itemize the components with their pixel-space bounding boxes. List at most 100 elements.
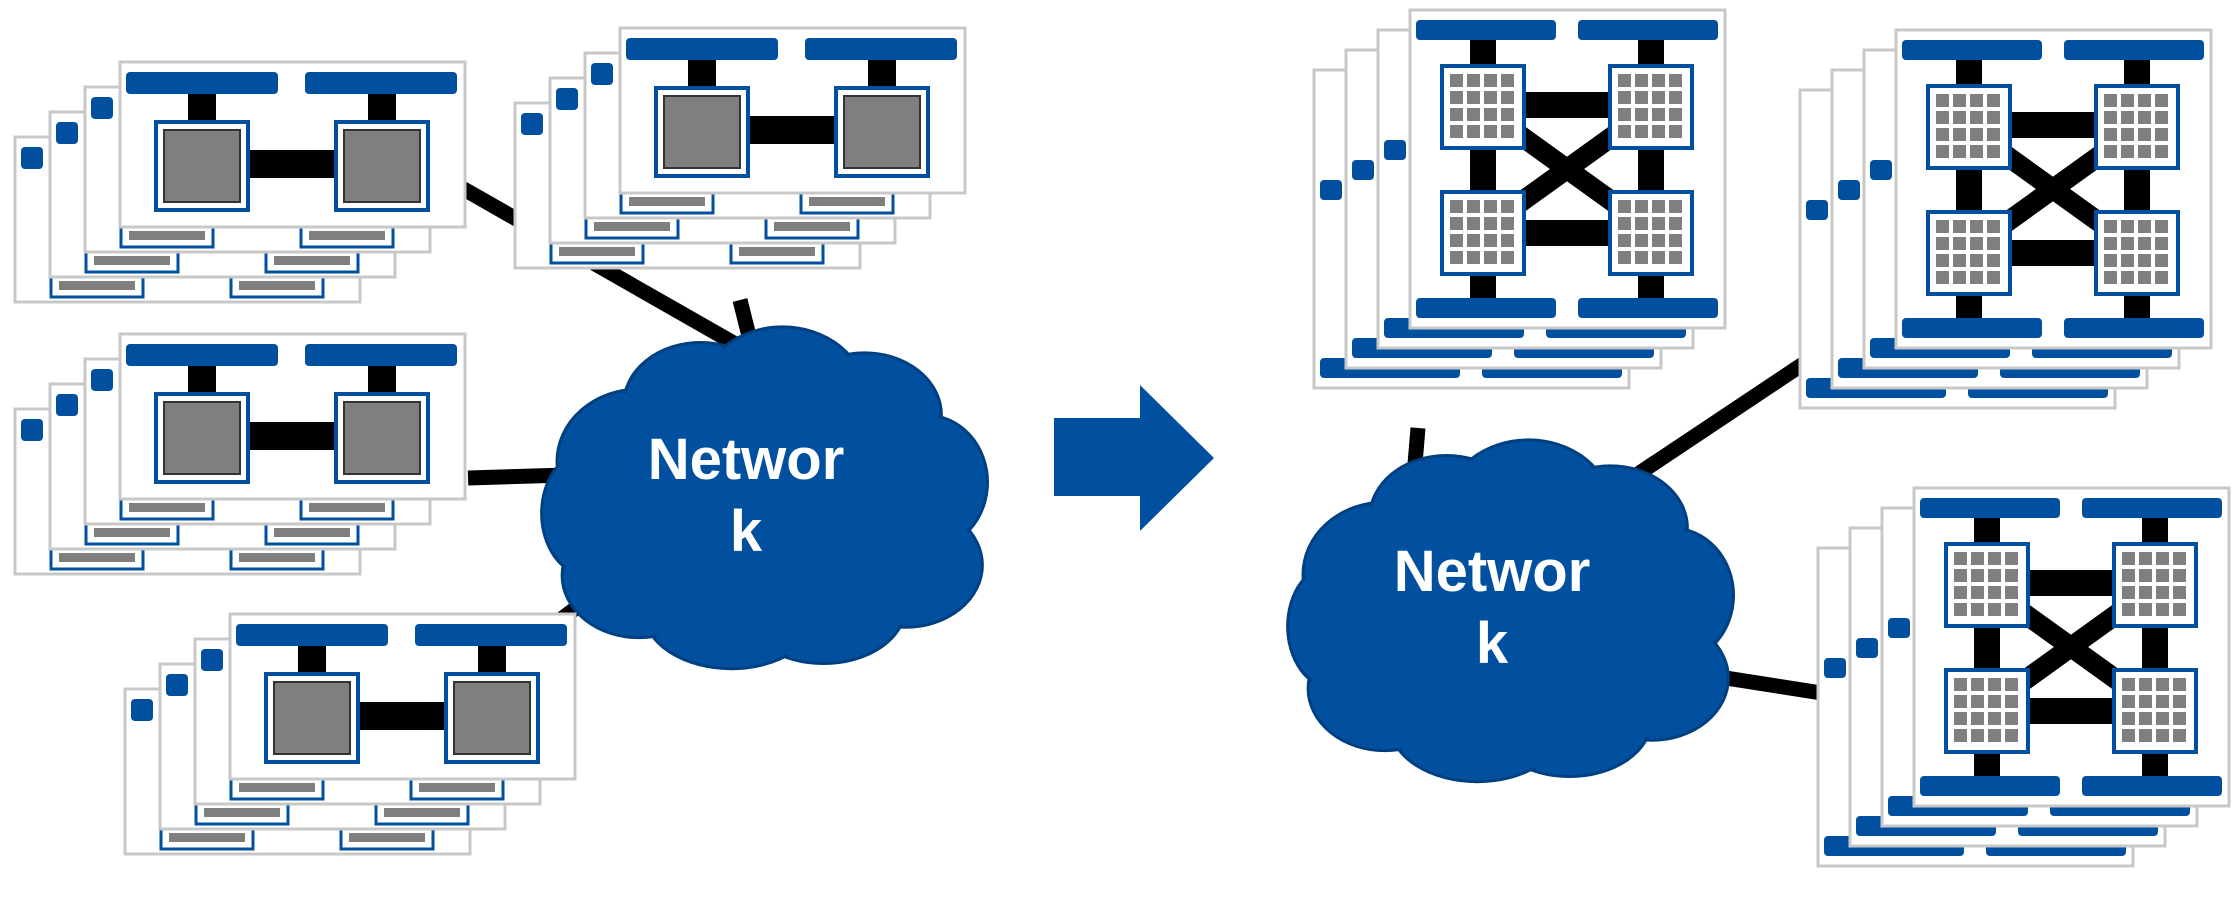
chip-cell: [1450, 108, 1463, 121]
chip-cell: [2173, 603, 2186, 616]
cpu-chip-icon: [453, 681, 531, 755]
chip-cell: [2005, 678, 2018, 691]
connector-bar: [21, 147, 43, 169]
chip-cell: [1953, 254, 1966, 267]
cpu-chip-icon: [809, 197, 885, 206]
chip-cell: [2121, 94, 2134, 107]
chip-cell: [1669, 200, 1682, 213]
chip-link: [1510, 220, 1624, 246]
connector-bar: [21, 419, 43, 441]
chip-cell: [2122, 712, 2135, 725]
chip-cell: [1954, 712, 1967, 725]
chip-cell: [2005, 729, 2018, 742]
chip-cell: [2173, 712, 2186, 725]
chip-cell: [1953, 94, 1966, 107]
network-link: [1633, 355, 1811, 481]
chip-cell: [1953, 111, 1966, 124]
chip-cell: [1618, 200, 1631, 213]
cpu-chip-icon: [273, 681, 351, 755]
chip-cell: [1954, 603, 1967, 616]
chip-cell: [2138, 271, 2151, 284]
chip-cell: [2122, 603, 2135, 616]
chip-cell: [2005, 603, 2018, 616]
chip-cell: [1652, 200, 1665, 213]
right-arrow-icon: [1054, 385, 1214, 531]
cpu-chip-icon: [204, 808, 280, 817]
chip-cell: [2138, 145, 2151, 158]
connector-bar: [1870, 160, 1892, 180]
connector-bar: [1416, 20, 1556, 40]
chip-cell: [1467, 217, 1480, 230]
chip-crosslink: [2008, 597, 2134, 697]
chip-cell: [1501, 200, 1514, 213]
chip-cell: [1988, 712, 2001, 725]
cpu-chip-icon: [559, 247, 635, 256]
connector-bar: [2082, 776, 2222, 796]
chip-cell: [1450, 251, 1463, 264]
cpu-chip-icon: [274, 528, 350, 537]
chip-cell: [1669, 251, 1682, 264]
chip-cell: [1936, 128, 1949, 141]
chip-cell: [1669, 217, 1682, 230]
chip-cell: [1484, 91, 1497, 104]
chip-cell: [2104, 220, 2117, 233]
chip-cell: [2122, 678, 2135, 691]
chip-cell: [1652, 251, 1665, 264]
post: [868, 60, 896, 88]
chip-cell: [2155, 237, 2168, 250]
chip-cell: [2104, 237, 2117, 250]
chip-cell: [2121, 237, 2134, 250]
cpu-chip-icon: [309, 503, 385, 512]
chip-cell: [2138, 254, 2151, 267]
chip-cell: [2104, 254, 2117, 267]
chip-cell: [1970, 94, 1983, 107]
connector-bar: [1856, 638, 1878, 658]
chip-cell: [1987, 271, 2000, 284]
connector-bar: [1320, 180, 1342, 200]
chip-cell: [1652, 108, 1665, 121]
chip-cell: [1484, 200, 1497, 213]
chip-cell: [1467, 74, 1480, 87]
connector-bar: [1902, 40, 2042, 60]
connector-bar: [2082, 498, 2222, 518]
chip-cell: [2138, 94, 2151, 107]
post: [688, 60, 716, 88]
chip-cell: [1484, 108, 1497, 121]
chip-cell: [2122, 569, 2135, 582]
chip-cell: [1970, 271, 1983, 284]
chip-cell: [1953, 237, 1966, 250]
cpu-chip-icon: [129, 231, 205, 240]
chip-cell: [1669, 108, 1682, 121]
chip-cell: [2138, 128, 2151, 141]
chip-cell: [1987, 128, 2000, 141]
node-groups: [13, 8, 2231, 868]
connector-bar: [1352, 160, 1374, 180]
connector-bar: [201, 649, 223, 671]
chip-cell: [1936, 237, 1949, 250]
chip-cell: [2139, 712, 2152, 725]
chip-cell: [2139, 586, 2152, 599]
chip-cell: [2155, 220, 2168, 233]
chip-crosslink: [1990, 139, 2116, 239]
chip-cell: [1618, 91, 1631, 104]
chip-cell: [2005, 586, 2018, 599]
chip-cell: [1484, 74, 1497, 87]
connector-bar: [1578, 298, 1718, 318]
connector-bar: [626, 38, 778, 60]
connector-bar: [166, 674, 188, 696]
connector-bar: [1920, 498, 2060, 518]
chip-cell: [1971, 678, 1984, 691]
right-network-cloud: [1286, 438, 1735, 784]
chip-cell: [1954, 729, 1967, 742]
chip-cell: [2139, 569, 2152, 582]
chip-cell: [2138, 220, 2151, 233]
connector-bar: [236, 624, 388, 646]
chip-cell: [2121, 271, 2134, 284]
chip-cell: [2122, 695, 2135, 708]
connector-bar: [126, 72, 278, 94]
post: [368, 94, 396, 122]
cpu-chip-icon: [349, 833, 425, 842]
connector-bar: [1416, 298, 1556, 318]
connector-bar: [305, 344, 457, 366]
